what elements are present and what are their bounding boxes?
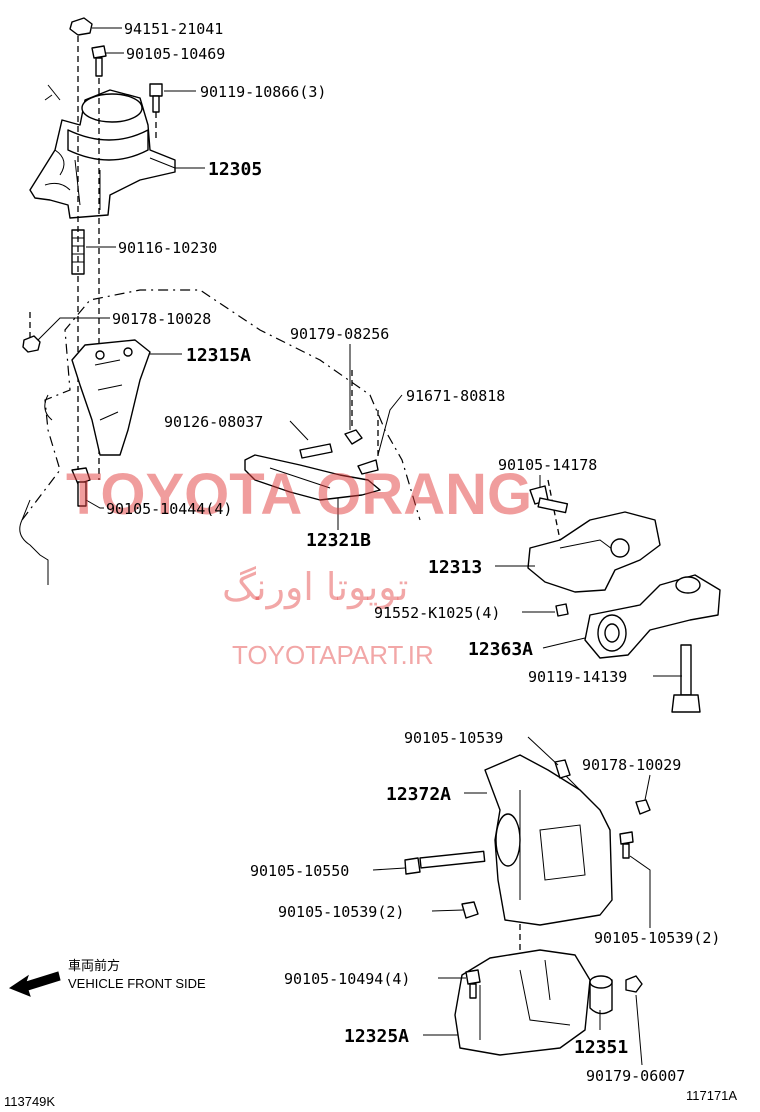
front-side-jp: 車両前方 (68, 958, 120, 973)
label-90105-10550: 90105-10550 (250, 862, 349, 880)
watermark: TOYOTA ORANG تویوتا اورنگ TOYOTAPART.IR (66, 462, 532, 670)
leader-lines (37, 27, 682, 1066)
label-90116-10230: 90116-10230 (118, 239, 217, 257)
label-90178-10029: 90178-10029 (582, 756, 681, 774)
label-90119-14139: 90119-14139 (528, 668, 627, 686)
label-12372A: 12372A (386, 784, 451, 805)
engine-outline (19, 289, 421, 585)
label-90105-10539-top: 90105-10539 (404, 729, 503, 747)
label-90105-10494: 90105-10494(4) (284, 970, 410, 988)
label-12363A: 12363A (468, 639, 533, 660)
label-90179-06007: 90179-06007 (586, 1067, 685, 1085)
label-91552-K1025: 91552-K1025(4) (374, 604, 500, 622)
code-left: 113749K (4, 1094, 55, 1109)
front-side-en: VEHICLE FRONT SIDE (68, 976, 206, 991)
label-90105-10539-left: 90105-10539(2) (278, 903, 404, 921)
watermark-main: TOYOTA ORANG (66, 462, 532, 527)
bracket-12313 (527, 485, 661, 617)
label-12351: 12351 (574, 1037, 628, 1058)
bracket-12325A (454, 949, 643, 1056)
code-right: 117171A (686, 1088, 737, 1103)
label-12325A: 12325A (344, 1026, 409, 1047)
engine-mount-12305 (29, 84, 176, 219)
part-labels: 94151-21041 90105-10469 90119-10866(3) 1… (106, 20, 720, 1085)
label-12321B: 12321B (306, 530, 371, 551)
annotations: 車両前方 VEHICLE FRONT SIDE 113749K 117171A (4, 958, 737, 1109)
watermark-url: TOYOTAPART.IR (232, 640, 434, 670)
label-94151-21041: 94151-21041 (124, 20, 223, 38)
label-91671-80818: 91671-80818 (406, 387, 505, 405)
upper-fasteners (22, 17, 163, 507)
bracket-12315A (71, 339, 151, 456)
label-12315A: 12315A (186, 345, 251, 366)
label-90126-08037: 90126-08037 (164, 413, 263, 431)
label-12305: 12305 (208, 159, 262, 180)
bracket-12372A (404, 754, 651, 926)
torque-rod-12363A (584, 574, 721, 713)
vehicle-front-arrow (8, 971, 61, 997)
label-90119-10866: 90119-10866(3) (200, 83, 326, 101)
label-90178-10028: 90178-10028 (112, 310, 211, 328)
watermark-persian: تویوتا اورنگ (222, 565, 409, 610)
label-12313: 12313 (428, 557, 482, 578)
stay-12321B (244, 429, 381, 501)
label-90105-10469: 90105-10469 (126, 45, 225, 63)
label-90179-08256: 90179-08256 (290, 325, 389, 343)
label-90105-10539-right: 90105-10539(2) (594, 929, 720, 947)
label-90105-14178: 90105-14178 (498, 456, 597, 474)
label-90105-10444: 90105-10444(4) (106, 500, 232, 518)
